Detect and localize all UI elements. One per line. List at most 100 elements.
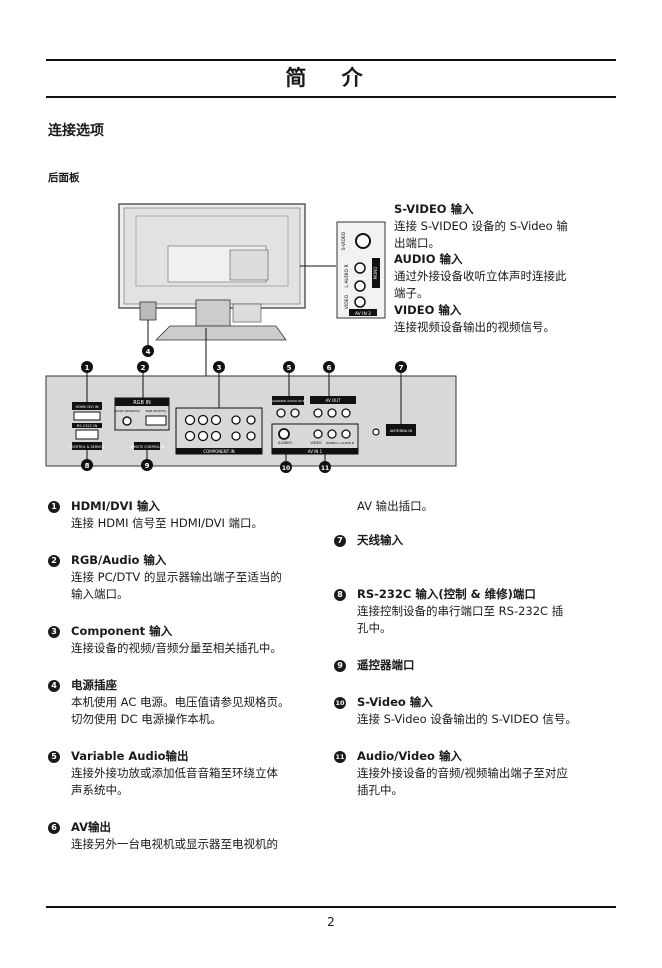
- item-line: 连接 HDMI 信号至 HDMI/DVI 端口。: [71, 516, 264, 530]
- item-line: 声系统中。: [71, 783, 129, 797]
- rgb-pc-dtv-label: RGB (PC/DTV): [146, 409, 167, 413]
- subsection-heading: 后面板: [48, 172, 80, 184]
- av-out-block: AV OUT: [310, 396, 356, 418]
- item-number: 10: [334, 697, 346, 709]
- side-audio-label: L AUDIO R: [344, 264, 350, 287]
- rear-panel-diagram: AV IN 2 S-VIDEO L AUDIO R MONO VIDEO 4 H…: [45, 203, 457, 473]
- item-title: 遥控器端口: [357, 658, 415, 672]
- tv-back-illustration: [118, 203, 336, 341]
- audio-mono-label: (MONO) L AUDIO R: [326, 441, 354, 445]
- item-number: 8: [334, 589, 346, 601]
- item-title: Component 输入: [71, 624, 173, 638]
- item-line: 输入端口。: [71, 587, 129, 601]
- video-label: VIDEO: [310, 441, 321, 445]
- rgb-in-label: RGB IN: [133, 400, 151, 406]
- side-note-title: VIDEO 输入: [394, 302, 462, 317]
- item-title: 天线输入: [357, 533, 403, 547]
- continuation-line: AV 输出插口。: [357, 499, 434, 513]
- item-title: HDMI/DVI 输入: [71, 499, 160, 513]
- list-item: 7 天线输入: [334, 532, 614, 586]
- list-item: 3 Component 输入 连接设备的视频/音频分量至相关插孔中。: [48, 623, 338, 677]
- item-number: 3: [48, 626, 60, 638]
- callout-11-label: 11: [321, 465, 329, 472]
- item-line: 孔中。: [357, 621, 392, 635]
- remote-control-in-label: REMOTE CONTROL IN: [130, 445, 165, 449]
- left-column: 1 HDMI/DVI 输入 连接 HDMI 信号至 HDMI/DVI 端口。 2…: [48, 498, 338, 853]
- item-number: 11: [334, 751, 346, 763]
- item-title: 电源插座: [71, 678, 117, 692]
- section-heading: 连接选项: [48, 123, 104, 139]
- component-in-label: COMPONENT IN: [203, 449, 234, 454]
- side-note-line: 出端口。: [394, 235, 440, 250]
- audio-rgb-dvi-label: AUDIO (RGB/DVI): [114, 409, 140, 413]
- item-line: 连接外接设备的音频/视频输出端子至对应: [357, 766, 568, 780]
- bottom-rule: [46, 906, 616, 908]
- list-item: 11 Audio/Video 输入 连接外接设备的音频/视频输出端子至对应 插孔…: [334, 748, 614, 799]
- side-note-title: S-VIDEO 输入: [394, 202, 474, 216]
- antenna-in-block: ANTENNA IN: [372, 424, 416, 436]
- item-number: 5: [48, 751, 60, 763]
- item-line: 插孔中。: [357, 783, 403, 797]
- item-line: 连接另外一台电视机或显示器至电视机的: [71, 837, 278, 851]
- variable-audio-out-label: VARIABLE AUDIO OUT: [272, 399, 305, 403]
- list-item: 5 Variable Audio输出 连接外接功放或添加低音音箱至环绕立体 声系…: [48, 748, 338, 819]
- item-line: 连接外接功放或添加低音音箱至环绕立体: [71, 766, 278, 780]
- side-note-line: 连接 S-VIDEO 设备的 S-Video 输: [394, 218, 568, 233]
- item-line: 切勿使用 DC 电源操作本机。: [71, 712, 222, 726]
- side-av-in-2-label: AV IN 2: [355, 311, 371, 317]
- hdmi-dvi-in-label: HDMI/ DVI IN: [75, 405, 98, 409]
- component-in-block: COMPONENT IN: [175, 407, 263, 455]
- item-line: 连接 S-Video 设备输出的 S-VIDEO 信号。: [357, 712, 577, 726]
- side-note-line: 通过外接设备收听立体声时连接此: [394, 269, 567, 284]
- item-line: 连接设备的视频/音频分量至相关插孔中。: [71, 641, 282, 655]
- callout-3-label: 3: [217, 364, 222, 372]
- title-rule: [46, 96, 616, 98]
- item-title: S-Video 输入: [357, 695, 433, 709]
- callout-10-label: 10: [282, 465, 290, 472]
- side-av-in-2-panel: AV IN 2 S-VIDEO L AUDIO R MONO VIDEO: [336, 221, 386, 319]
- av-out-label: AV OUT: [325, 398, 341, 403]
- rs232c-in-label: RS-232C IN: [77, 424, 98, 428]
- side-note-line: 连接视频设备输出的视频信号。: [394, 319, 555, 334]
- list-item: 10 S-Video 输入 连接 S-Video 设备输出的 S-VIDEO 信…: [334, 694, 614, 748]
- side-s-video-label: S-VIDEO: [341, 231, 347, 250]
- variable-audio-out-block: VARIABLE AUDIO OUT: [272, 396, 305, 418]
- list-item: 6 AV输出 连接另外一台电视机或显示器至电视机的: [48, 819, 338, 853]
- list-item: 1 HDMI/DVI 输入 连接 HDMI 信号至 HDMI/DVI 端口。: [48, 498, 338, 552]
- side-notes: S-VIDEO 输入 连接 S-VIDEO 设备的 S-Video 输 出端口。…: [394, 201, 614, 335]
- item-number: 4: [48, 680, 60, 692]
- item-line: 连接控制设备的串行端口至 RS-232C 插: [357, 604, 564, 618]
- item-number: 2: [48, 555, 60, 567]
- item-number: 7: [334, 535, 346, 547]
- item-title: RGB/Audio 输入: [71, 553, 167, 567]
- list-item: 9 遥控器端口: [334, 657, 614, 694]
- callout-7-label: 7: [399, 364, 404, 372]
- top-rule: [46, 59, 616, 61]
- item-number: 9: [334, 660, 346, 672]
- page-title: 简 介: [285, 66, 377, 90]
- hdmi-rs232-block: HDMI/ DVI IN RS-232C IN CONTROL & SERVIC…: [69, 402, 105, 450]
- item-title: AV输出: [71, 820, 112, 834]
- side-note-line: 端子。: [394, 285, 429, 300]
- av-in-1-label: AV IN 1: [308, 449, 323, 454]
- right-column: AV 输出插口。 7 天线输入 8 RS-232C 输入(控制 & 维修)端口 …: [334, 498, 614, 799]
- callout-4-label: 4: [146, 348, 151, 356]
- callout-1-label: 1: [85, 364, 90, 372]
- callout-8-label: 8: [85, 462, 90, 470]
- callout-2-label: 2: [141, 364, 146, 372]
- list-item: 2 RGB/Audio 输入 连接 PC/DTV 的显示器输出端子至适当的 输入…: [48, 552, 338, 623]
- callout-markers: [81, 361, 407, 473]
- callout-6-label: 6: [327, 364, 332, 372]
- control-service-label: CONTROL & SERVICE: [69, 445, 105, 449]
- antenna-in-label: ANTENNA IN: [390, 429, 413, 433]
- side-mono-label: MONO: [373, 267, 378, 280]
- av-in-1-block: S-VIDEO VIDEO (MONO) L AUDIO R AV IN 1: [271, 423, 359, 455]
- s-video-label: S-VIDEO: [278, 441, 293, 445]
- side-note-title: AUDIO 输入: [394, 252, 463, 267]
- item-number: 1: [48, 501, 60, 513]
- item-title: RS-232C 输入(控制 & 维修)端口: [357, 587, 536, 601]
- callout-9-label: 9: [145, 462, 150, 470]
- rgb-in-block: RGB IN AUDIO (RGB/DVI) RGB (PC/DTV) REMO…: [114, 397, 170, 450]
- callout-4: [142, 345, 154, 357]
- item-title: Audio/Video 输入: [357, 749, 462, 763]
